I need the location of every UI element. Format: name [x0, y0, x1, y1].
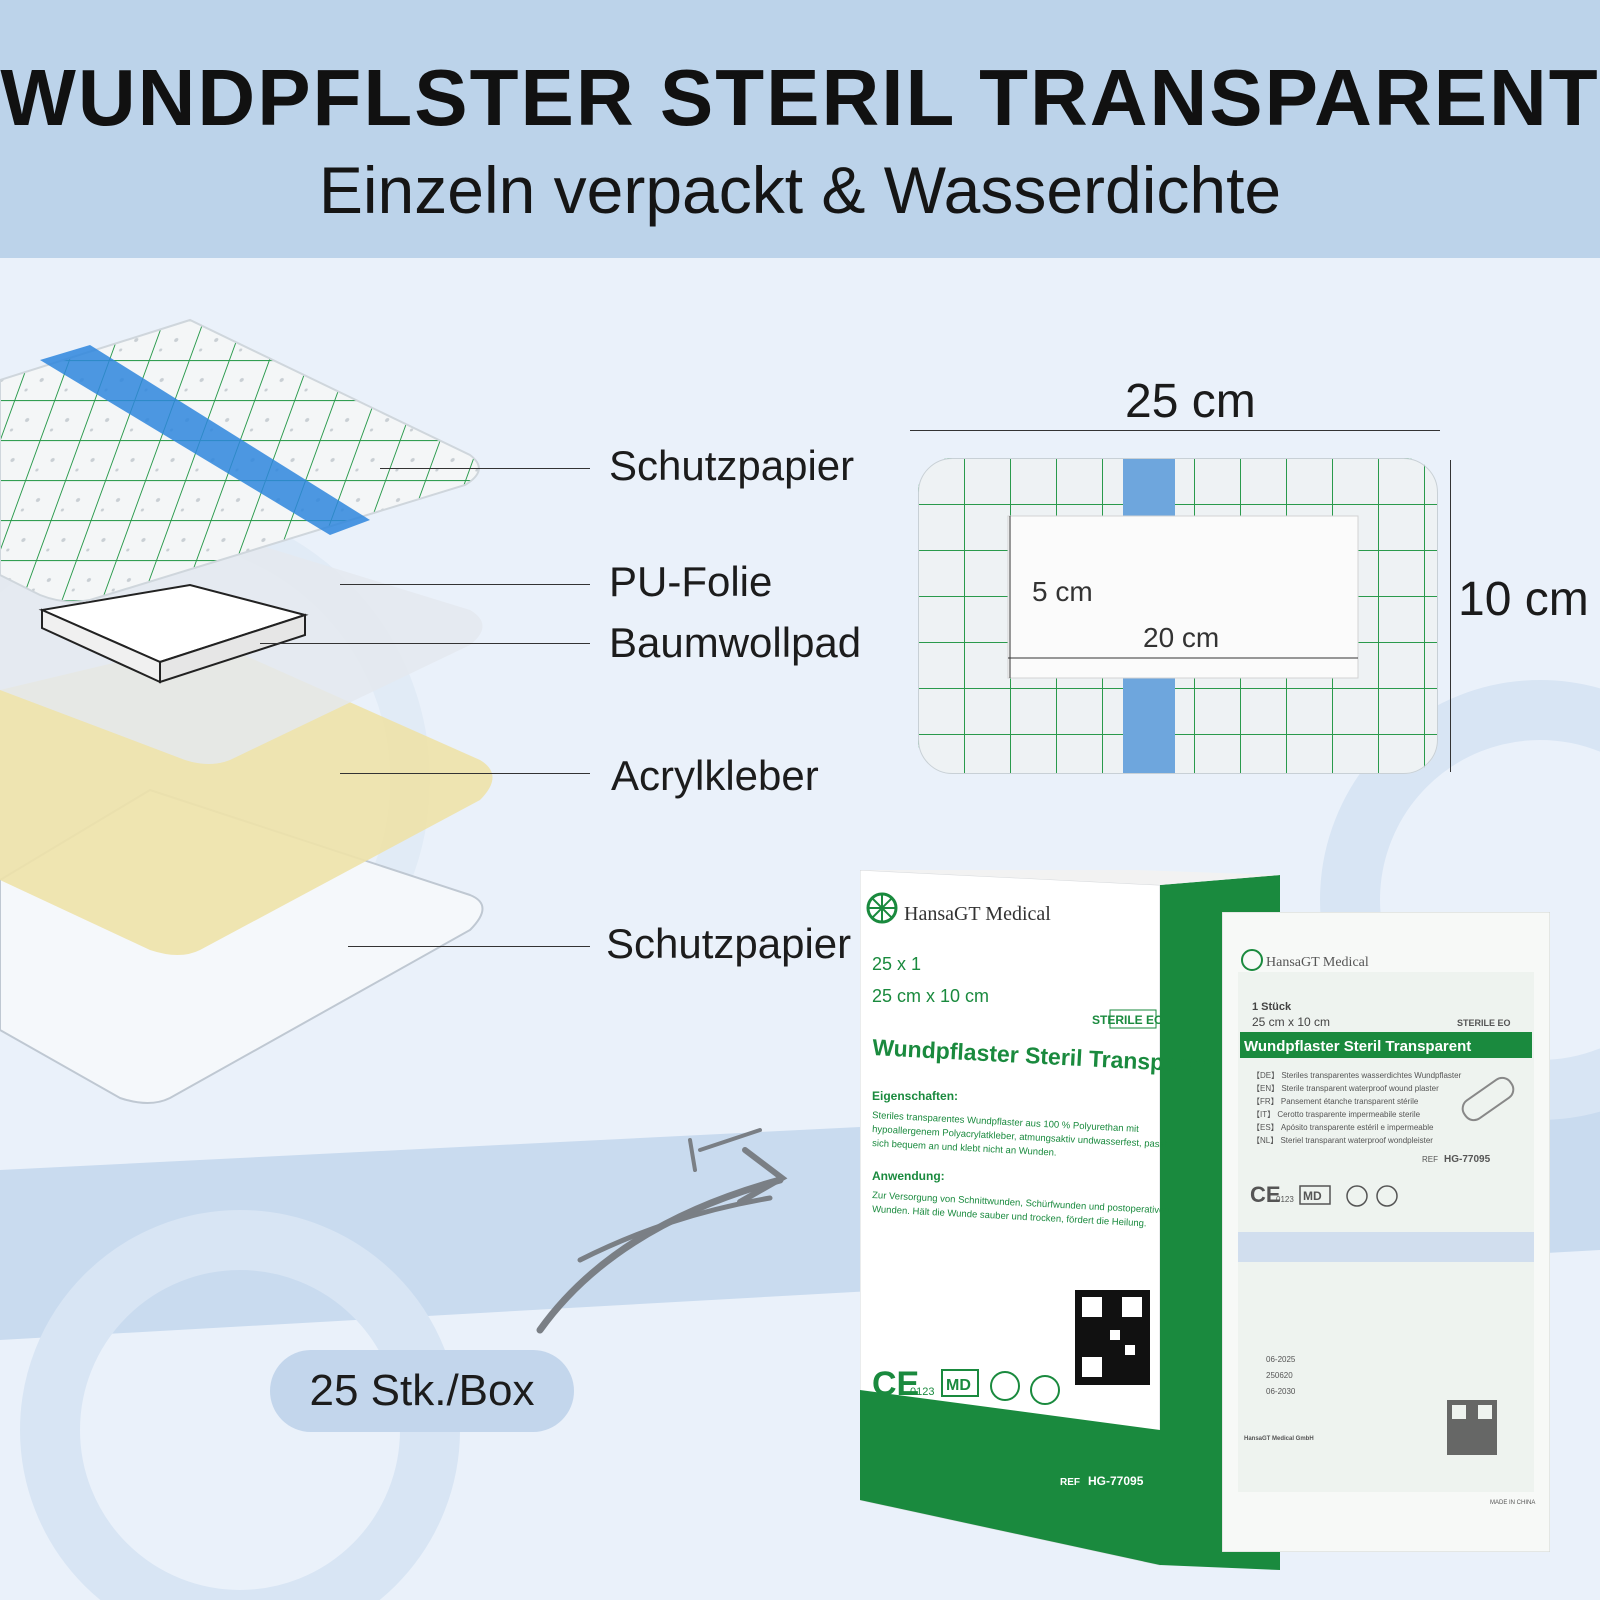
layer-label-bottom-paper: Schutzpapier: [606, 920, 852, 967]
wound-pad: [1007, 515, 1359, 679]
plaster-top-view: [918, 458, 1438, 774]
pouch-sterile-badge: STERILE EO: [1457, 1018, 1511, 1028]
pouch-language-line: 【IT】 Cerotto trasparente impermeabile st…: [1252, 1110, 1421, 1119]
box-properties-heading: Eigenschaften:: [872, 1089, 958, 1103]
pouch-do-not-use-if-damaged-icon: [1376, 1185, 1398, 1207]
box-size: 25 cm x 10 cm: [872, 986, 989, 1006]
layer-label-top-paper: Schutzpapier: [609, 442, 855, 489]
leader-line: [260, 643, 590, 644]
pouch-count: 1 Stück: [1252, 1001, 1292, 1013]
pouch-manufacture-date: 06-2025: [1266, 1355, 1296, 1364]
box-ref-label: REF: [1060, 1477, 1080, 1488]
pouch-brand: HansaGT Medical: [1266, 955, 1369, 970]
ce-mark-icon: CE: [872, 1365, 919, 1403]
pouch-do-not-reuse-icon: [1346, 1185, 1368, 1207]
page-subtitle: Einzeln verpackt & Wasserdichte: [318, 153, 1282, 227]
layer-label-cotton-pad: Baumwollpad: [609, 619, 862, 666]
leader-line: [340, 773, 590, 774]
box-ref: HG-77095: [1088, 1474, 1144, 1488]
pouch-language-line: 【ES】 Apósito transparente estéril e impe…: [1252, 1123, 1434, 1132]
product-pouch: HansaGT Medical 1 Stück 25 cm x 10 cm ST…: [1222, 912, 1550, 1552]
plaster-icon: [1461, 1076, 1515, 1122]
height-dimension-label: 10 cm: [1458, 573, 1589, 626]
layer-label-pu-film: PU-Folie: [609, 558, 773, 605]
pouch-importer: HansaGT Medical GmbH: [1244, 1436, 1314, 1442]
pad-height-label: 5 cm: [1032, 576, 1093, 607]
pouch-ref-label: REF: [1422, 1155, 1438, 1164]
arrow-icon: [536, 1128, 788, 1334]
pouch-language-line: 【FR】 Pansement étanche transparent stéri…: [1252, 1097, 1419, 1106]
do-not-reuse-icon: [990, 1371, 1020, 1401]
cotton-pad: [38, 583, 309, 684]
pouch-language-line: 【EN】 Sterile transparent waterproof woun…: [1252, 1084, 1439, 1093]
box-brand: HansaGT Medical: [904, 903, 1051, 925]
pouch-ref: HG-77095: [1444, 1154, 1491, 1165]
box-sterile-badge: STERILE EO: [1092, 1013, 1163, 1027]
pouch-product-name: Wundpflaster Steril Transparent: [1244, 1038, 1471, 1055]
layer-illustration: [0, 318, 493, 1104]
qr-code-icon: [1075, 1290, 1150, 1385]
layer-label-adhesive: Acrylkleber: [611, 752, 819, 799]
quantity-badge: 25 Stk./Box: [270, 1350, 574, 1432]
box-logo-icon: [866, 892, 898, 924]
box-usage-heading: Anwendung:: [872, 1169, 945, 1183]
leader-line: [380, 468, 590, 469]
pouch-ce-mark-icon: CE: [1250, 1182, 1281, 1207]
leader-line: [348, 946, 590, 947]
pouch-language-line: 【DE】 Steriles transparentes wasserdichte…: [1252, 1071, 1462, 1080]
box-ce-number: 0123: [910, 1386, 934, 1398]
box-md-mark: MD: [946, 1377, 971, 1394]
blue-stripe: [40, 345, 370, 535]
top-protective-paper: [0, 318, 480, 603]
pouch-blue-stripe: [1238, 1232, 1534, 1262]
leader-line: [340, 584, 590, 585]
pouch-made-in: MADE IN CHINA: [1490, 1500, 1535, 1506]
pad-width-label: 20 cm: [1143, 622, 1220, 653]
pouch-ce-number: 0123: [1276, 1195, 1294, 1204]
pouch-qr-code-icon: [1447, 1400, 1497, 1455]
height-dimension-line: [1450, 460, 1451, 772]
page-title: WUNDPFLSTER STERIL TRANSPARENT: [0, 53, 1600, 142]
width-dimension-label: 25 cm: [1125, 375, 1256, 428]
width-dimension-line: [910, 430, 1440, 431]
pouch-md-mark: MD: [1303, 1189, 1322, 1203]
pouch-lot: 250620: [1266, 1371, 1293, 1380]
do-not-use-if-damaged-icon: [1030, 1375, 1060, 1405]
box-count: 25 x 1: [872, 954, 921, 974]
pouch-expiry-date: 06-2030: [1266, 1387, 1296, 1396]
pouch-language-line: 【NL】 Steriel transparant waterproof wond…: [1252, 1136, 1433, 1145]
pouch-size: 25 cm x 10 cm: [1252, 1015, 1330, 1029]
header-banner: [0, 0, 1600, 258]
pouch-logo-icon: [1241, 949, 1263, 971]
